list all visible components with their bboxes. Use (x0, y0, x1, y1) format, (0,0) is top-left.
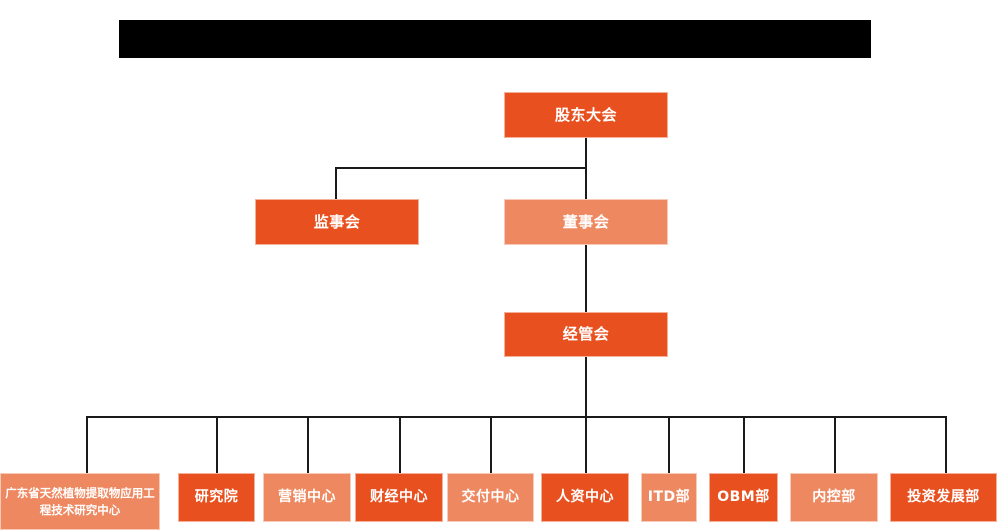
node-label-hr-center: 人资中心 (556, 488, 614, 505)
connector-drop-delivery-center (490, 416, 492, 473)
connector-drop-marketing-center (307, 416, 309, 473)
connector-to-supervisors (335, 167, 337, 199)
node-label-board-of-directors: 董事会 (562, 212, 610, 231)
node-board-of-directors[interactable]: 董事会 (504, 199, 668, 245)
node-internal-control-department[interactable]: 内控部 (790, 473, 878, 522)
node-delivery-center[interactable]: 交付中心 (447, 473, 534, 522)
connector-drop-investment-development-department (945, 416, 947, 473)
node-label-management-committee: 经管会 (562, 325, 610, 344)
connector-shareholders-down (585, 138, 587, 168)
node-label-gd-plant-extract-center: 广东省天然植物提取物应用工程技术研究中心 (5, 485, 155, 517)
node-label-delivery-center: 交付中心 (461, 488, 520, 505)
connector-directors-to-management (585, 245, 587, 312)
connector-level2-bus (335, 167, 587, 169)
node-shareholders-meeting[interactable]: 股东大会 (504, 92, 668, 138)
connector-drop-finance-center (399, 416, 401, 473)
node-label-obm-department: OBM部 (717, 488, 770, 505)
node-label-board-of-supervisors: 监事会 (313, 212, 361, 231)
connector-drop-itd-department (668, 416, 670, 473)
node-label-investment-development-department: 投资发展部 (907, 488, 980, 505)
title-banner-redacted (119, 20, 871, 58)
node-marketing-center[interactable]: 营销中心 (263, 473, 351, 522)
connector-departments-bus (86, 416, 946, 418)
node-label-itd-department: ITD部 (647, 488, 691, 505)
node-label-finance-center: 财经中心 (370, 488, 428, 505)
node-investment-development-department[interactable]: 投资发展部 (890, 473, 997, 522)
node-label-shareholders-meeting: 股东大会 (554, 105, 617, 124)
node-board-of-supervisors[interactable]: 监事会 (255, 199, 419, 245)
connector-drop-internal-control-department (834, 416, 836, 473)
connector-drop-hr-center (585, 416, 587, 473)
connector-drop-research-institute (216, 416, 218, 473)
node-finance-center[interactable]: 财经中心 (355, 473, 443, 522)
node-obm-department[interactable]: OBM部 (709, 473, 778, 522)
node-label-internal-control-department: 内控部 (812, 488, 856, 505)
node-management-committee[interactable]: 经管会 (504, 312, 668, 357)
connector-to-directors (585, 167, 587, 199)
connector-drop-gd-plant-extract-center (86, 416, 88, 473)
node-label-marketing-center: 营销中心 (278, 488, 336, 505)
node-label-research-institute: 研究院 (194, 488, 239, 505)
node-research-institute[interactable]: 研究院 (178, 473, 255, 522)
node-itd-department[interactable]: ITD部 (641, 473, 697, 522)
node-gd-plant-extract-center[interactable]: 广东省天然植物提取物应用工程技术研究中心 (0, 473, 160, 530)
connector-drop-obm-department (743, 416, 745, 473)
connector-management-down (585, 357, 587, 417)
node-hr-center[interactable]: 人资中心 (541, 473, 629, 522)
